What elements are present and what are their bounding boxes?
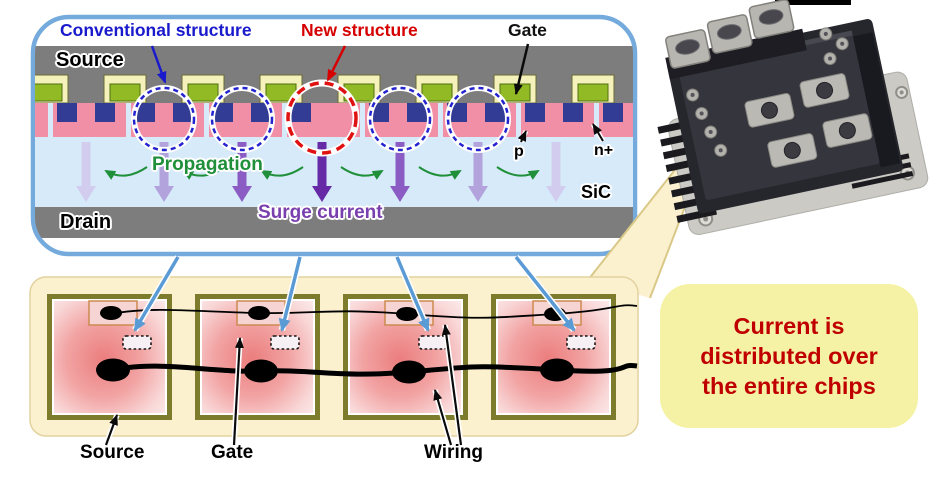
- sic-label: SiC: [581, 182, 612, 202]
- n-plus-label: n+: [594, 142, 614, 159]
- p-well-strip: [35, 103, 633, 137]
- power-module-photo: [657, 0, 929, 236]
- gate-pad-label: Gate: [211, 442, 254, 463]
- module-screws: [686, 27, 849, 157]
- label-arrows: [150, 43, 606, 144]
- gate-label-top: Gate: [508, 20, 547, 40]
- connector-arrows: [132, 254, 577, 333]
- n-plus-blocks: [57, 103, 623, 122]
- callout-line-2: distributed over: [700, 342, 878, 369]
- top-crop-bar: [775, 0, 851, 5]
- conventional-circle: [132, 86, 196, 152]
- structure-circles: [131, 79, 511, 157]
- module-terminals: [665, 0, 795, 69]
- propagation-arrows: [104, 166, 540, 180]
- conventional-circle: [368, 86, 432, 152]
- drain-metal-layer: [35, 207, 633, 238]
- source-wire: [96, 358, 638, 384]
- jfet-slits: [48, 103, 599, 137]
- callout-line-1: Current is: [733, 312, 845, 339]
- conventional-circle: [210, 86, 274, 152]
- callout-box: Current is distributed over the entire c…: [660, 284, 918, 428]
- conventional-structure-label: Conventional structure: [60, 20, 252, 40]
- new-structure-circle: [286, 81, 358, 155]
- drain-layer-label: Drain: [60, 211, 112, 233]
- new-structure-spots: [122, 335, 596, 350]
- module-contact-pads: [744, 73, 873, 168]
- surge-current-label: Surge current: [258, 202, 383, 223]
- baseplate-holes: [698, 85, 916, 227]
- wiring-label: Wiring: [424, 442, 483, 463]
- conventional-circle: [446, 86, 510, 152]
- source-pad-label: Source: [80, 442, 145, 463]
- callout-line-3: the entire chips: [702, 373, 876, 400]
- source-layer-label: Source: [56, 49, 124, 71]
- new-structure-label: New structure: [301, 20, 418, 40]
- chip-heatmap-panel: [29, 276, 639, 437]
- cross-section-panel: [30, 14, 638, 257]
- propagation-label: Propagation: [152, 154, 263, 175]
- surge-current-arrows: [76, 142, 566, 202]
- p-label: p: [514, 143, 524, 160]
- bottom-label-arrows: [103, 324, 464, 446]
